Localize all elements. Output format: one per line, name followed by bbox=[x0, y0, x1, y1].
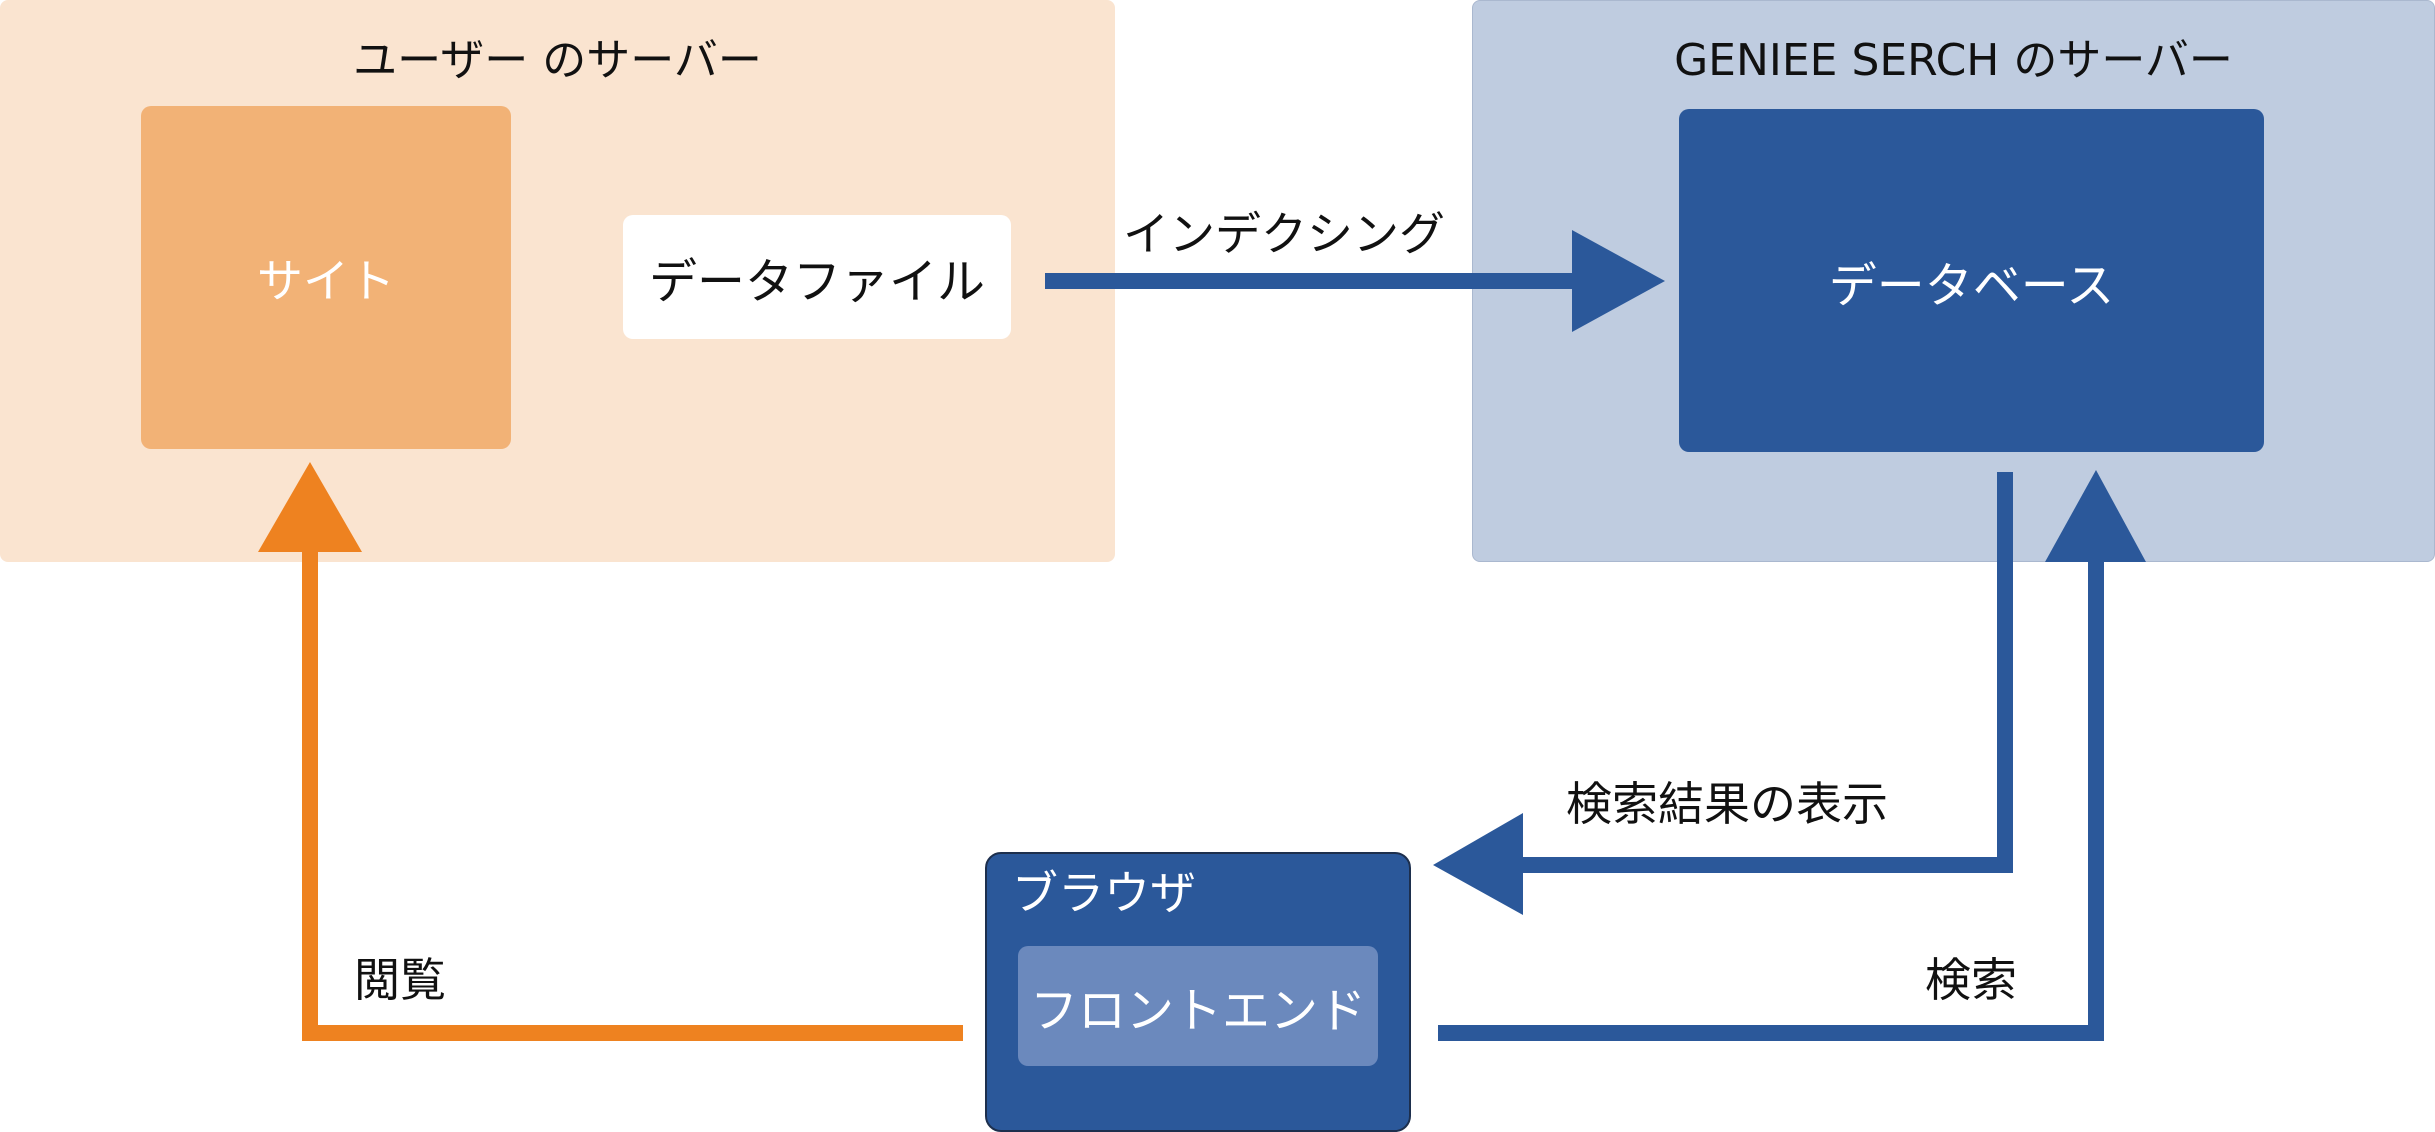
frontend-node: フロントエンド bbox=[1018, 946, 1378, 1066]
search-label: 検索 bbox=[1925, 953, 2017, 1007]
search-arrow-shaft bbox=[1438, 560, 2104, 1041]
results-arrow-head bbox=[1433, 813, 1523, 915]
frontend-label: フロントエンド bbox=[1029, 983, 1366, 1039]
site-label: サイト bbox=[257, 253, 395, 308]
browse-label: 閲覧 bbox=[354, 953, 446, 1007]
browse-arrow-head bbox=[258, 462, 362, 552]
data-file-node: データファイル bbox=[623, 215, 1011, 339]
browser-label: ブラウザ bbox=[1012, 866, 1196, 920]
search-results-label: 検索結果の表示 bbox=[1566, 777, 1888, 831]
indexing-arrow-head bbox=[1572, 230, 1665, 332]
geniee-server-title: GENIEE SERCH のサーバー bbox=[1674, 35, 2233, 86]
browse-arrow-shaft bbox=[302, 550, 963, 1041]
search-arrow-head bbox=[2045, 470, 2146, 562]
database-node: データベース bbox=[1679, 109, 2264, 452]
site-node: サイト bbox=[141, 106, 511, 449]
indexing-label: インデクシング bbox=[1123, 207, 1445, 261]
user-server-title: ユーザー のサーバー bbox=[353, 35, 762, 86]
database-label: データベース bbox=[1828, 257, 2115, 314]
data-file-label: データファイル bbox=[648, 254, 985, 310]
results-arrow-shaft bbox=[1520, 472, 2013, 873]
